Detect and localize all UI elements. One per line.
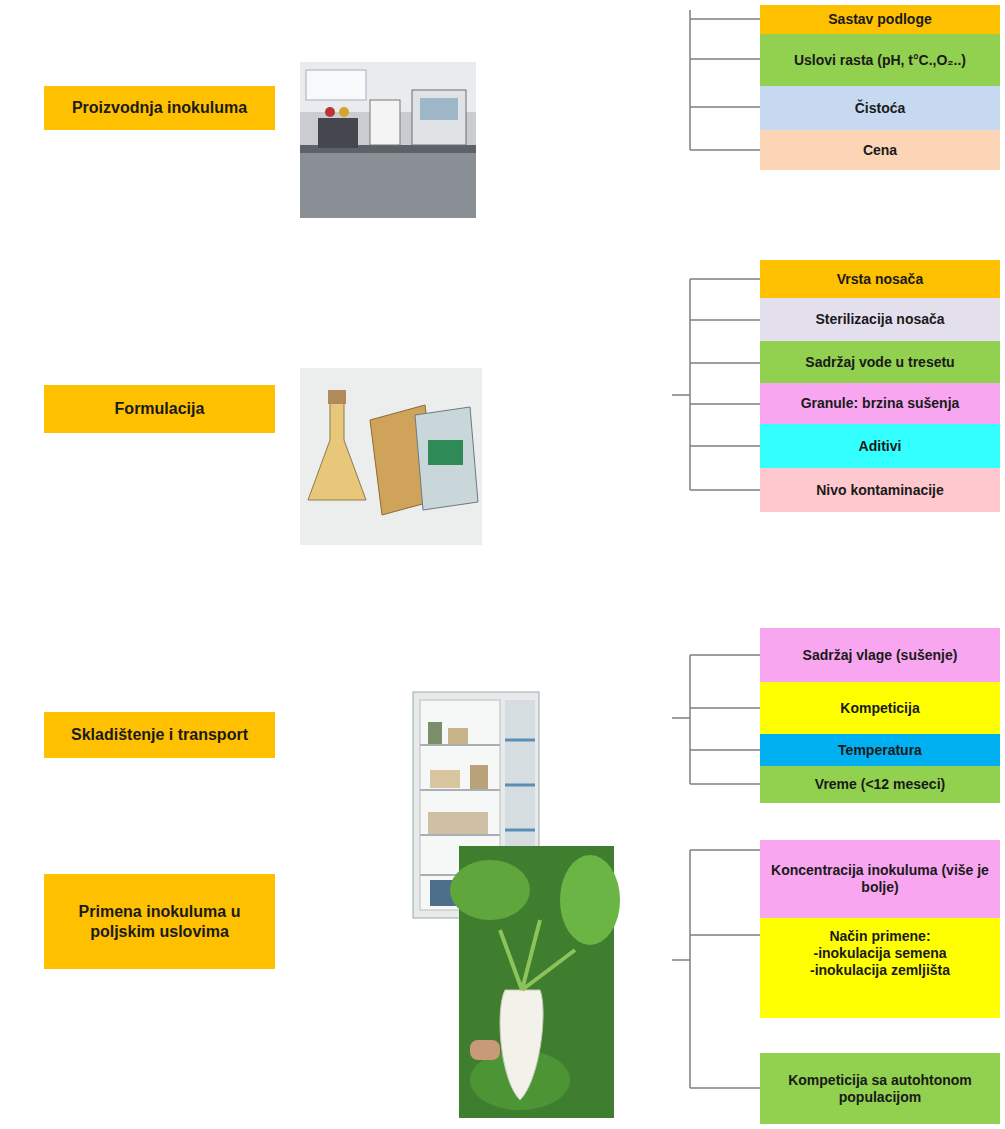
factor-box: Sadržaj vode u tresetu	[760, 341, 1000, 383]
factor-box: Koncentracija inokuluma (više je bolje)	[760, 840, 1000, 918]
box-text: Sadržaj vlage (sušenje)	[803, 647, 958, 664]
factor-box: Granule: brzina sušenja	[760, 383, 1000, 424]
box-text: Formulacija	[115, 399, 205, 419]
box-text: Čistoća	[855, 100, 906, 117]
box-text: -inokulacija semena	[813, 945, 946, 962]
box-text: Proizvodnja inokuluma	[72, 98, 247, 118]
box-text: Primena inokuluma u poljskim uslovima	[52, 902, 267, 942]
factor-box: Vrsta nosača	[760, 260, 1000, 298]
box-text: Granule: brzina sušenja	[801, 395, 960, 412]
stage-box: Proizvodnja inokuluma	[44, 86, 275, 130]
formulation-photo	[300, 368, 482, 545]
box-text: Temperatura	[838, 742, 922, 759]
factor-box: Sterilizacija nosača	[760, 298, 1000, 341]
stage-box: Formulacija	[44, 385, 275, 433]
bracket-lines	[672, 10, 760, 1088]
factor-box: Aditivi	[760, 424, 1000, 468]
factor-box: Nivo kontaminacije	[760, 468, 1000, 512]
box-text: Nivo kontaminacije	[816, 482, 944, 499]
factor-box: Vreme (<12 meseci)	[760, 766, 1000, 803]
box-text: Sadržaj vode u tresetu	[805, 354, 954, 371]
box-text: Aditivi	[859, 438, 902, 455]
radish-photo	[450, 846, 620, 1118]
box-text: Sastav podloge	[828, 11, 931, 28]
box-text: -inokulacija zemljišta	[810, 962, 950, 979]
box-text: Uslovi rasta (pH, t°C.,O₂..)	[794, 52, 966, 69]
factor-box: Sastav podloge	[760, 5, 1000, 34]
box-text: Vreme (<12 meseci)	[815, 776, 945, 793]
box-text: Cena	[863, 142, 897, 159]
box-text: Kompeticija sa autohtonom populacijom	[768, 1072, 992, 1106]
lab-photo	[300, 62, 476, 218]
factor-box: Cena	[760, 130, 1000, 170]
box-text: Koncentracija inokuluma (više je bolje)	[768, 862, 992, 896]
stage-box: Primena inokuluma u poljskim uslovima	[44, 874, 275, 969]
factor-box: Čistoća	[760, 86, 1000, 130]
box-text: Način primene:	[829, 928, 930, 945]
box-text: Skladištenje i transport	[71, 725, 248, 745]
factor-box: Sadržaj vlage (sušenje)	[760, 628, 1000, 682]
factor-box: Uslovi rasta (pH, t°C.,O₂..)	[760, 34, 1000, 86]
stage-box: Skladištenje i transport	[44, 712, 275, 758]
factor-box: Temperatura	[760, 734, 1000, 766]
box-text: Sterilizacija nosača	[815, 311, 944, 328]
factor-box: Kompeticija	[760, 682, 1000, 734]
box-text: Vrsta nosača	[837, 271, 923, 288]
factor-box: Kompeticija sa autohtonom populacijom	[760, 1053, 1000, 1124]
factor-box: Način primene:-inokulacija semena-inokul…	[760, 918, 1000, 1018]
box-text: Kompeticija	[840, 700, 919, 717]
